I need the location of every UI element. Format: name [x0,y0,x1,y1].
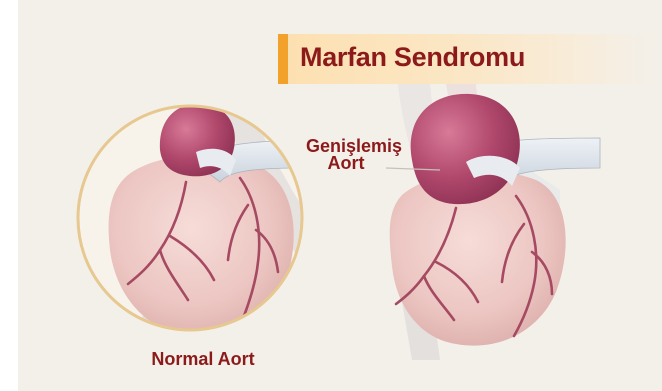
dilated-aorta-label: Genişlemiş Aort [306,138,386,172]
normal-heart-lens [77,104,330,340]
dilated-heart [390,94,600,346]
normal-aorta-label: Normal Aort [128,349,278,370]
diagram-title: Marfan Sendromu [300,42,525,73]
title-accent-bar [278,34,288,84]
dilated-aorta-label-line2: Aort [306,155,386,172]
